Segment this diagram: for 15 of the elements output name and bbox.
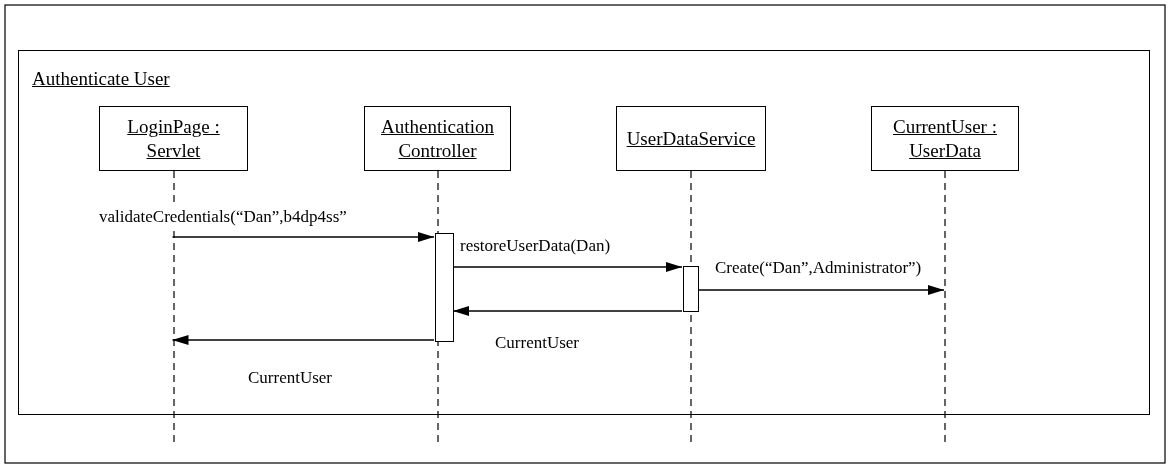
object-box: LoginPage : Servlet <box>99 106 248 171</box>
object-box: CurrentUser : UserData <box>871 106 1019 171</box>
message-arrow <box>171 335 435 345</box>
message-arrow <box>452 262 683 272</box>
message-label: validateCredentials(“Dan”,b4dp4ss” <box>98 207 348 227</box>
message-arrow <box>452 306 683 316</box>
activation-bar <box>435 233 454 342</box>
object-box: Authentication Controller <box>364 106 511 171</box>
message-label: Create(“Dan”,Administrator”) <box>714 258 923 278</box>
message-arrow <box>171 232 435 242</box>
frame-title: Authenticate User <box>32 68 170 90</box>
object-box: UserDataService <box>616 106 766 171</box>
message-arrow <box>697 285 945 295</box>
message-label: restoreUserData(Dan) <box>459 236 612 256</box>
activation-bar <box>683 266 699 312</box>
